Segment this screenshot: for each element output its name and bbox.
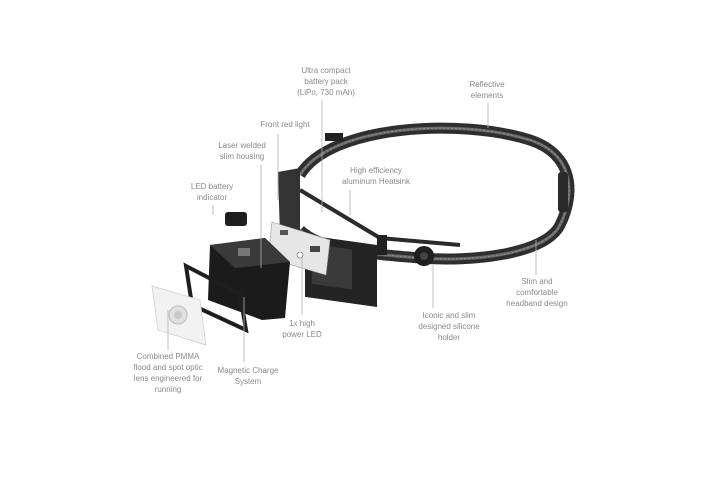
label-line: Laser welded <box>218 141 266 150</box>
label-housing: Laser welded slim housing <box>218 140 266 162</box>
label-line: headband design <box>506 299 568 308</box>
label-line: Reflective <box>469 80 505 89</box>
label-line: power LED <box>282 330 322 339</box>
label-line: comfortable <box>516 288 558 297</box>
leader-lines <box>167 100 537 362</box>
housing <box>208 238 290 320</box>
label-line: System <box>234 377 262 386</box>
label-battery-pack: Ultra compact battery pack (LiPo, 730 mA… <box>297 65 355 98</box>
charge-frame <box>183 262 249 334</box>
label-line: Magnetic Charge <box>217 366 279 375</box>
label-line: (LiPo, 730 mAh) <box>297 88 355 97</box>
label-front-red-light: Front red light <box>260 119 309 130</box>
label-pmma-lens: Combined PMMA flood and spot optic lens … <box>133 351 202 395</box>
label-line: flood and spot optic <box>133 363 203 372</box>
band-clip <box>558 172 568 212</box>
label-silicone-holder: Iconic and slim designed silicone holder <box>418 310 479 343</box>
label-line: slim housing <box>219 152 265 161</box>
label-line: Front red light <box>260 120 310 129</box>
label-heatsink: High efficiency aluminum Heatsink <box>342 165 410 187</box>
label-line: Combined PMMA <box>136 352 200 361</box>
band-buckle <box>325 133 343 141</box>
label-reflective-elements: Reflective elements <box>469 79 504 101</box>
label-line: Ultra compact <box>301 66 351 75</box>
label-line: indicator <box>196 193 228 202</box>
pmma-lens <box>151 285 207 346</box>
label-line: battery pack <box>304 77 348 86</box>
label-line: 1x high <box>289 319 315 328</box>
led-indicator-part <box>225 212 247 226</box>
label-line: LED battery <box>190 182 234 191</box>
label-line: lens engineered for <box>133 374 203 383</box>
label-headband: Slim and comfortable headband design <box>506 276 567 309</box>
label-line: designed silicone <box>418 322 480 331</box>
label-line: Iconic and slim <box>422 311 476 320</box>
label-line: elements <box>470 91 504 100</box>
label-line: High efficiency <box>350 166 402 175</box>
label-line: holder <box>437 333 461 342</box>
label-led-indicator: LED battery indicator <box>191 181 233 203</box>
label-line: aluminum Heatsink <box>341 177 411 186</box>
label-line: running <box>154 385 182 394</box>
label-power-led: 1x high power LED <box>282 318 322 340</box>
label-magnetic-charge: Magnetic Charge System <box>218 365 279 387</box>
label-line: Slim and <box>521 277 553 286</box>
